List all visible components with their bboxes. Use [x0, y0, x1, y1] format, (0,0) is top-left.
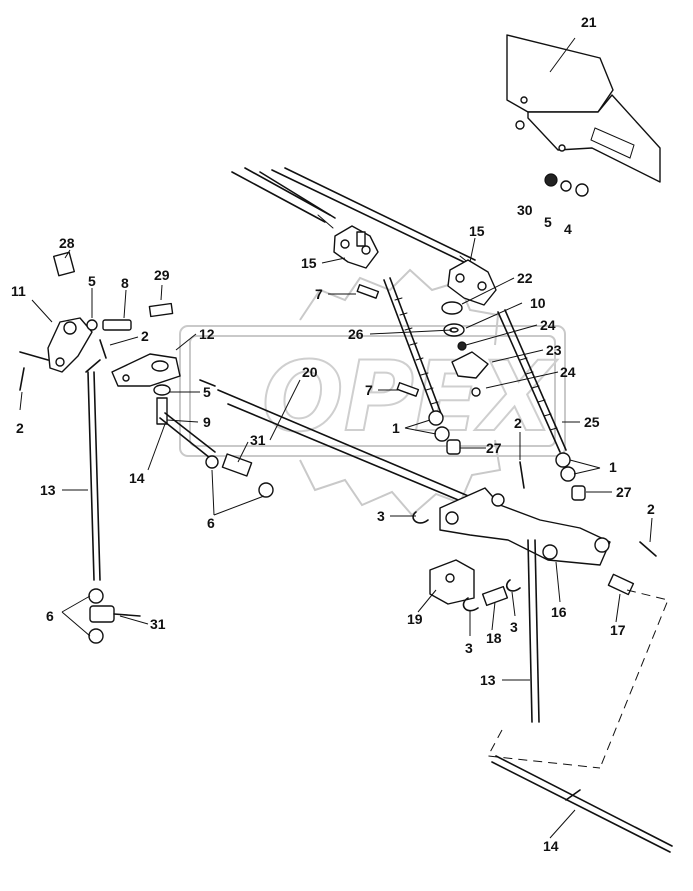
- callout-14: 14: [543, 838, 559, 854]
- cable-clamp-right: [447, 259, 497, 306]
- lower-long-rod: [491, 755, 673, 853]
- callout-7: 7: [315, 286, 323, 302]
- nut-spacer-left: [428, 410, 461, 455]
- callout-18: 18: [486, 630, 502, 646]
- lever-arm: [19, 317, 93, 373]
- callout-6: 6: [46, 608, 54, 624]
- callout-5: 5: [88, 273, 96, 289]
- callout-13: 13: [40, 482, 56, 498]
- callout-20: 20: [302, 364, 318, 380]
- pins-seven: [356, 284, 420, 397]
- leader-lines: [19, 37, 653, 839]
- bracket-plate: [506, 34, 661, 183]
- watermark-logo: OPEX: [179, 268, 566, 517]
- callout-3: 3: [377, 508, 385, 524]
- threaded-rod-short: [159, 412, 274, 498]
- vertical-rod-right: [527, 539, 540, 723]
- callout-3: 3: [465, 640, 473, 656]
- callout-29: 29: [154, 267, 170, 283]
- callout-2: 2: [16, 420, 24, 436]
- callout-25: 25: [584, 414, 600, 430]
- callout-31: 31: [150, 616, 166, 632]
- threaded-rod-left: [383, 277, 443, 419]
- lever-bracket: [429, 559, 509, 607]
- callout-12: 12: [199, 326, 215, 342]
- callout-31: 31: [250, 432, 266, 448]
- callout-17: 17: [610, 622, 626, 638]
- fork-joint: [451, 341, 489, 397]
- callout-13: 13: [480, 672, 496, 688]
- callout-10: 10: [530, 295, 546, 311]
- cable-clamp-left: [333, 225, 379, 269]
- small-key-parts: [52, 251, 174, 318]
- callout-16: 16: [551, 604, 567, 620]
- washer-pair: [441, 301, 465, 337]
- collar-bracket: [111, 353, 181, 387]
- callout-30: 30: [517, 202, 533, 218]
- callout-6: 6: [207, 515, 215, 531]
- callout-5: 5: [544, 214, 552, 230]
- callout-2: 2: [141, 328, 149, 344]
- callout-4: 4: [564, 221, 572, 237]
- spring-clips: [412, 511, 521, 612]
- callout-28: 28: [59, 235, 75, 251]
- ball-joint-lower: [88, 588, 141, 644]
- callout-27: 27: [486, 440, 502, 456]
- threaded-rod-right: [497, 309, 567, 453]
- vertical-rod-left: [85, 359, 101, 581]
- callout-15: 15: [301, 255, 317, 271]
- watermark-text: OPEX: [262, 341, 558, 453]
- callout-26: 26: [348, 326, 364, 342]
- callout-27: 27: [616, 484, 632, 500]
- callout-24: 24: [560, 364, 576, 380]
- callout-19: 19: [407, 611, 423, 627]
- callout-22: 22: [517, 270, 533, 286]
- control-cables: [231, 167, 476, 269]
- callout-1: 1: [609, 459, 617, 475]
- callout-labels: 21 30 5 4 28 15 15 11 5 8 29 7 22 10 2 1…: [11, 14, 655, 854]
- callout-1: 1: [392, 420, 400, 436]
- nut-spacer-right: [555, 452, 586, 501]
- callout-9: 9: [203, 414, 211, 430]
- split-pins: [19, 339, 657, 557]
- callout-2: 2: [514, 415, 522, 431]
- callout-3: 3: [510, 619, 518, 635]
- callout-11: 11: [11, 283, 26, 299]
- bolt-washer: [86, 319, 132, 331]
- callout-24: 24: [540, 317, 556, 333]
- reference-dashes: [487, 589, 669, 769]
- washer-pin-center: [153, 384, 171, 425]
- callout-15: 15: [469, 223, 485, 239]
- callout-5: 5: [203, 384, 211, 400]
- callout-8: 8: [121, 275, 129, 291]
- callout-2: 2: [647, 501, 655, 517]
- nut-set-top-right: [544, 173, 589, 197]
- shaft-bracket-right: [439, 487, 635, 596]
- callout-7: 7: [365, 382, 373, 398]
- callout-21: 21: [581, 14, 597, 30]
- callout-14: 14: [129, 470, 145, 486]
- callout-23: 23: [546, 342, 562, 358]
